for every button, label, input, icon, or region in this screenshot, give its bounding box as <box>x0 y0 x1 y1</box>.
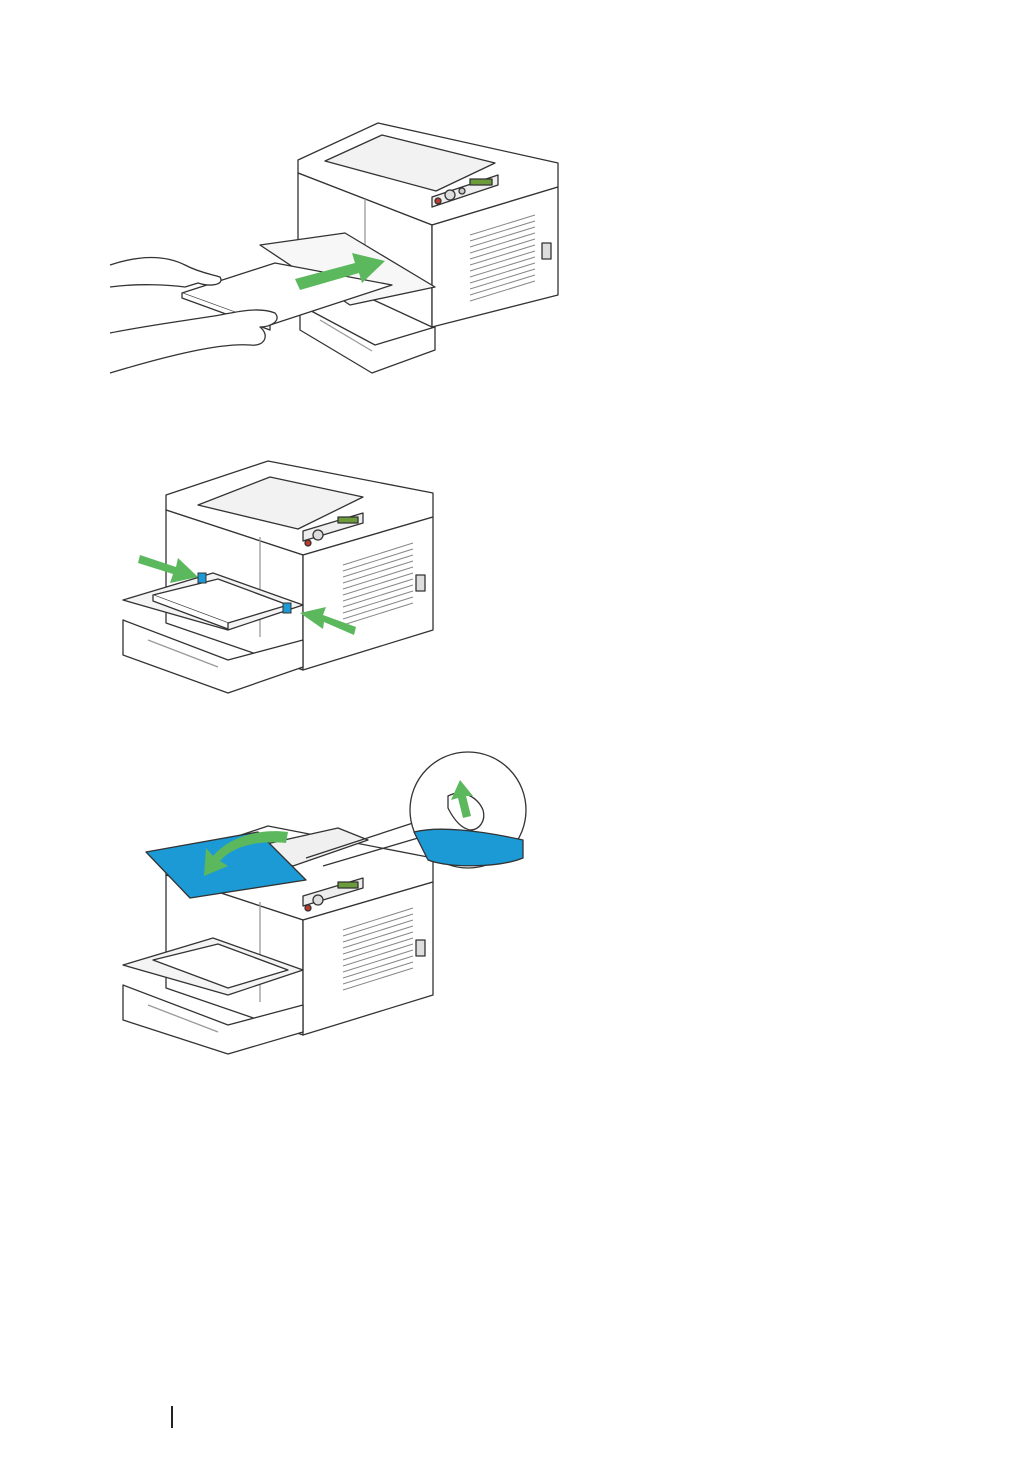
guide-tab-icon <box>283 603 291 613</box>
hand-icon <box>110 258 221 288</box>
printer-icon <box>118 748 528 1054</box>
guide-tab-icon <box>198 573 206 583</box>
figure-1-printer-paper-insertion <box>110 115 580 380</box>
figure-3-printer-cover-extension <box>118 748 528 1054</box>
figure-2-printer-paper-guides <box>118 455 448 695</box>
printer-icon <box>118 455 448 695</box>
footer-margin-rule <box>171 1406 173 1428</box>
printer-icon <box>110 115 580 380</box>
